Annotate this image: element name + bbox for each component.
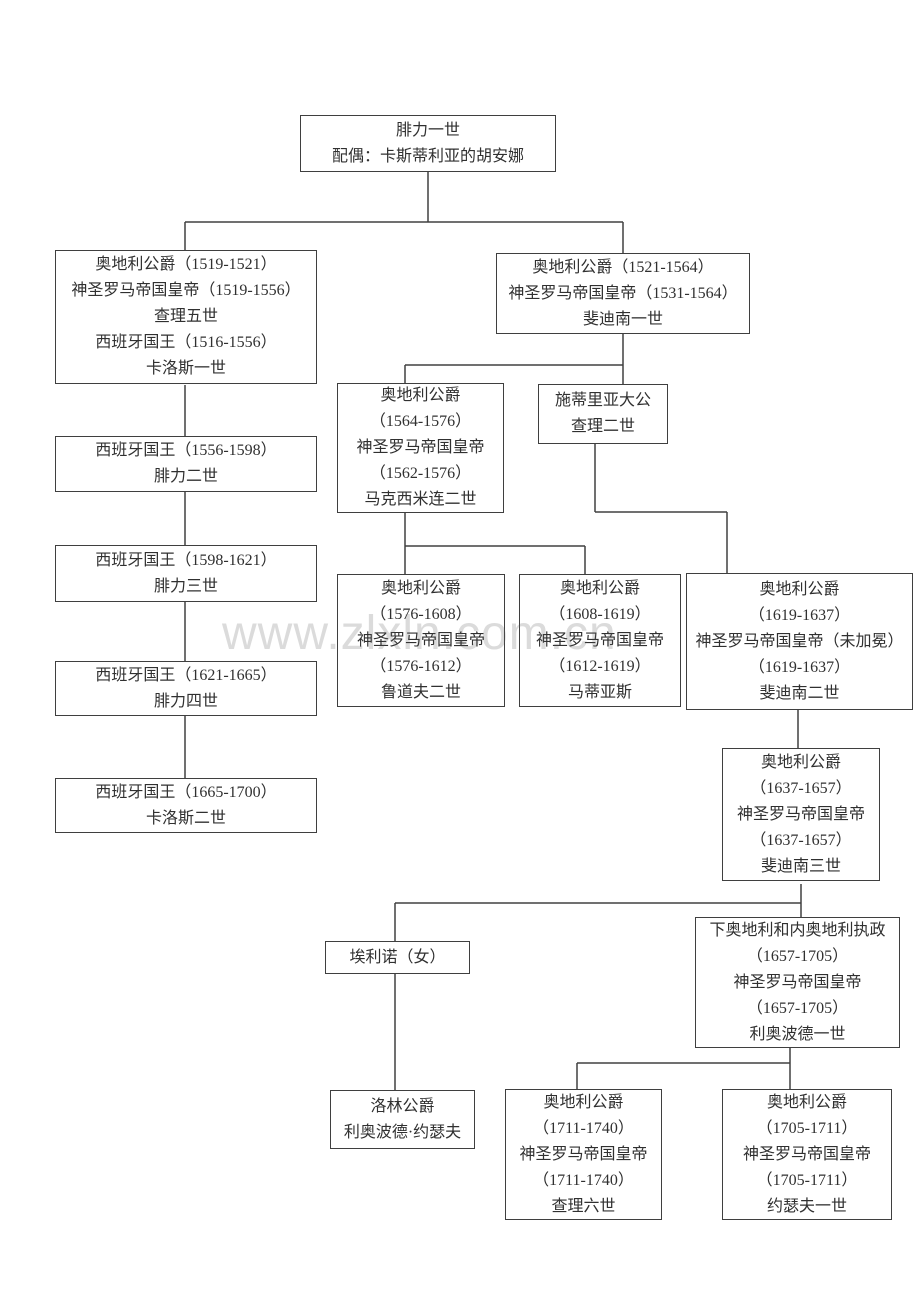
node-line: 神圣罗马帝国皇帝 — [742, 1145, 871, 1163]
node-line: 腓力三世 — [153, 577, 218, 595]
node-line: 腓力四世 — [153, 692, 218, 710]
node-carlos2: 西班牙国王（1665-1700） 卡洛斯二世 — [55, 778, 317, 833]
node-line: 查理二世 — [570, 418, 635, 435]
node-line: （1711-1740） — [533, 1119, 634, 1137]
node-line: （1619-1637） — [748, 658, 851, 676]
node-line: （1711-1740） — [533, 1171, 634, 1189]
node-maximilian2: 奥地利公爵 （1564-1576） 神圣罗马帝国皇帝 （1562-1576） 马克西米连… — [337, 383, 504, 513]
node-line: （1619-1637） — [748, 606, 851, 624]
node-line: 神圣罗马帝国皇帝 — [535, 631, 664, 649]
node-ferdinand3: 奥地利公爵 （1637-1657） 神圣罗马帝国皇帝 （1637-1657） 斐迪南三世 — [722, 748, 880, 881]
node-philip3: 西班牙国王（1598-1621） 腓力三世 — [55, 545, 317, 602]
node-line: 洛林公爵 — [370, 1097, 435, 1115]
node-line: 奥地利公爵（1521-1564） — [532, 258, 714, 276]
node-philip1: 腓力一世配偶：卡斯蒂利亚的胡安娜 — [300, 115, 556, 172]
node-line: 腓力二世 — [153, 468, 218, 485]
node-line: 奥地利公爵（1519-1521） — [95, 256, 277, 273]
node-matthias: 奥地利公爵 （1608-1619） 神圣罗马帝国皇帝 （1612-1619） 马蒂亚斯 — [519, 574, 681, 707]
node-line: 查理五世 — [153, 308, 218, 325]
node-rudolf2: 奥地利公爵 （1576-1608） 神圣罗马帝国皇帝 （1576-1612） 鲁道夫二世 — [337, 574, 505, 707]
node-line: 神圣罗马帝国皇帝 — [519, 1145, 648, 1163]
node-line: （1637-1657） — [750, 779, 852, 797]
node-line: 查理六世 — [551, 1197, 616, 1215]
node-line: 施蒂里亚大公 — [554, 392, 651, 409]
node-line: 马克西米连二世 — [364, 491, 477, 508]
node-line: 卡洛斯二世 — [145, 809, 226, 827]
node-line: 奥地利公爵 — [760, 753, 841, 771]
node-line: 奥地利公爵 — [759, 580, 840, 598]
node-line: （1657-1705） — [746, 999, 849, 1017]
node-leopold1: 下奥地利和内奥地利执政 （1657-1705） 神圣罗马帝国皇帝 （1657-1705… — [695, 917, 900, 1048]
node-line: 西班牙国王（1665-1700） — [95, 783, 277, 801]
node-line: （1608-1619） — [549, 605, 651, 623]
node-line: （1657-1705） — [746, 947, 849, 965]
node-line: 神圣罗马帝国皇帝 — [736, 805, 865, 823]
node-line: 西班牙国王（1621-1665） — [95, 666, 277, 684]
node-lorraine: 洛林公爵利奥波德·约瑟夫 — [330, 1090, 475, 1149]
node-line: 奥地利公爵 — [380, 579, 461, 597]
node-line: （1705-1711） — [756, 1119, 858, 1137]
node-line: 利奥波德一世 — [749, 1025, 846, 1043]
node-line: （1576-1608） — [370, 605, 472, 623]
node-line: 配偶：卡斯蒂利亚的胡安娜 — [331, 147, 524, 165]
node-line: 腓力一世 — [395, 121, 460, 139]
node-line: 奥地利公爵 — [559, 579, 640, 597]
node-line: 神圣罗马帝国皇帝 — [356, 631, 485, 649]
node-line: 卡洛斯一世 — [145, 360, 226, 377]
node-line: （1562-1576） — [369, 465, 472, 482]
node-line: 神圣罗马帝国皇帝 — [733, 973, 862, 991]
node-charles6: 奥地利公爵 （1711-1740） 神圣罗马帝国皇帝 （1711-1740） 查理六世 — [505, 1089, 662, 1220]
node-line: （1576-1612） — [370, 657, 472, 675]
node-line: （1612-1619） — [549, 657, 651, 675]
node-line: 利奥波德·约瑟夫 — [343, 1123, 462, 1141]
node-charles2styria: 施蒂里亚大公查理二世 — [538, 384, 668, 444]
node-line: 西班牙国王（1556-1598） — [95, 442, 277, 459]
node-philip4: 西班牙国王（1621-1665） 腓力四世 — [55, 661, 317, 716]
node-line: 神圣罗马帝国皇帝（1531-1564） — [508, 284, 738, 302]
node-line: 斐迪南二世 — [759, 684, 840, 702]
node-line: 下奥地利和内奥地利执政 — [709, 921, 886, 939]
node-line: 奥地利公爵 — [766, 1093, 847, 1111]
node-charles5: 奥地利公爵（1519-1521） 神圣罗马帝国皇帝（1519-1556） 查理五世西… — [55, 250, 317, 384]
node-joseph1: 奥地利公爵 （1705-1711） 神圣罗马帝国皇帝 （1705-1711） 约瑟夫一世 — [722, 1089, 892, 1220]
node-line: 斐迪南一世 — [582, 310, 663, 328]
node-line: 埃利诺（女） — [349, 948, 446, 966]
node-line: 斐迪南三世 — [760, 857, 841, 875]
node-line: 马蒂亚斯 — [567, 683, 632, 701]
node-line: （1705-1711） — [756, 1171, 858, 1189]
node-line: 奥地利公爵 — [543, 1093, 624, 1111]
node-line: 神圣罗马帝国皇帝 — [356, 439, 485, 456]
node-ferdinand1: 奥地利公爵（1521-1564） 神圣罗马帝国皇帝（1531-1564） 斐迪南一世 — [496, 253, 750, 334]
node-line: 西班牙国王（1516-1556） — [95, 334, 277, 351]
node-line: （1564-1576） — [369, 413, 472, 430]
node-ferdinand2: 奥地利公爵 （1619-1637） 神圣罗马帝国皇帝（未加冕） （1619-1637）… — [686, 573, 913, 710]
node-line: 鲁道夫二世 — [380, 683, 461, 701]
node-line: 约瑟夫一世 — [766, 1197, 847, 1215]
node-line: 神圣罗马帝国皇帝（未加冕） — [695, 632, 904, 650]
node-philip2: 西班牙国王（1556-1598） 腓力二世 — [55, 436, 317, 492]
node-line: （1637-1657） — [750, 831, 852, 849]
node-line: 神圣罗马帝国皇帝（1519-1556） — [71, 282, 301, 299]
node-line: 奥地利公爵 — [380, 387, 461, 404]
node-eleanor: 埃利诺（女） — [325, 941, 470, 974]
node-line: 西班牙国王（1598-1621） — [95, 551, 277, 569]
